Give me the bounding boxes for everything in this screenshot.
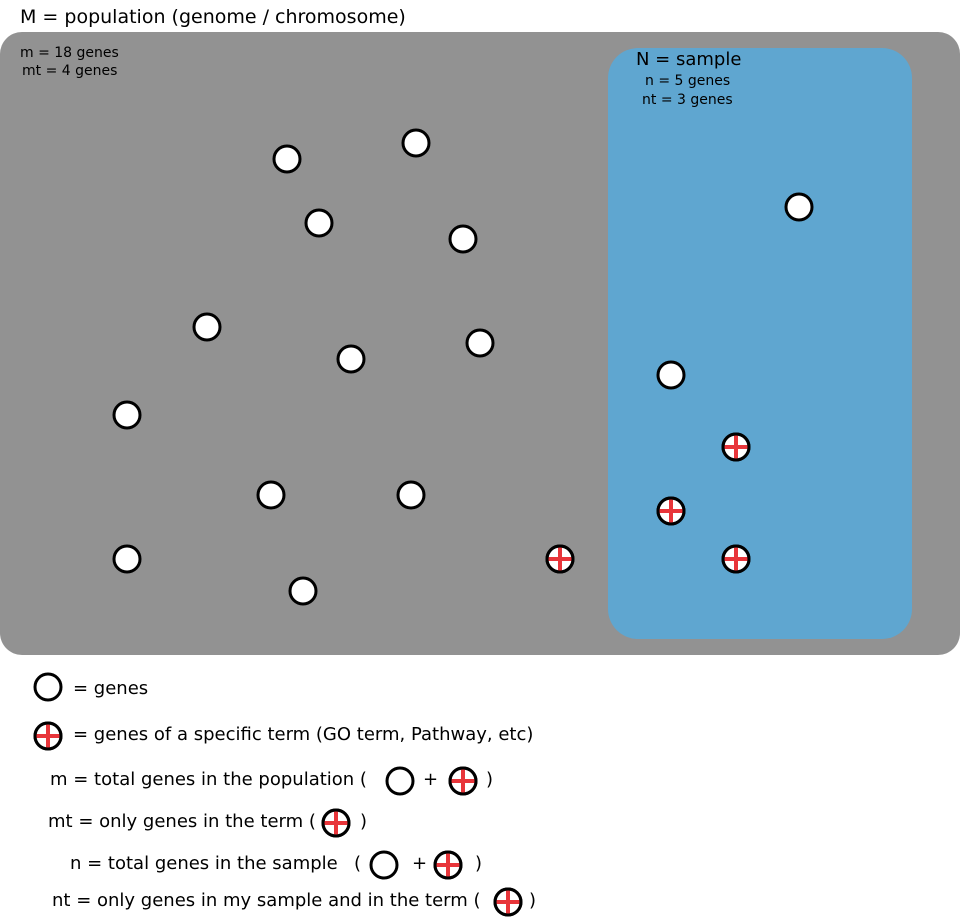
gene-circle-icon <box>288 576 318 606</box>
legend-gene-circle-icon <box>385 766 415 796</box>
gene-circle-icon <box>272 144 302 174</box>
term-gene-cross-icon <box>721 432 751 462</box>
gene-circle-icon <box>448 224 478 254</box>
population-mt-label: mt = 4 genes <box>22 63 118 79</box>
legend-term-genes-text: = genes of a specific term (GO term, Pat… <box>73 724 534 745</box>
legend-gene-circle-icon <box>33 672 63 702</box>
gene-circle-icon <box>256 480 286 510</box>
gene-circle-icon <box>401 128 431 158</box>
legend-mt-close-paren: ) <box>360 811 368 832</box>
gene-circle-icon <box>656 360 686 390</box>
legend-gene-circle-icon <box>369 850 399 880</box>
gene-circle-icon <box>192 312 222 342</box>
diagram-title: M = population (genome / chromosome) <box>20 6 406 28</box>
legend-n-open-paren: ( <box>354 853 362 874</box>
legend-mt-definition: mt = only genes in the term ( <box>48 811 316 832</box>
legend-m-close-paren: ) <box>486 769 494 790</box>
legend-m-plus: + <box>423 769 439 790</box>
term-gene-cross-icon <box>721 544 751 574</box>
legend-genes-text: = genes <box>73 678 149 699</box>
gene-circle-icon <box>112 400 142 430</box>
sample-n-label: n = 5 genes <box>645 73 731 89</box>
legend-nt-definition: nt = only genes in my sample and in the … <box>52 890 481 911</box>
legend-term-gene-cross-icon <box>321 808 351 838</box>
sample-region <box>608 48 912 639</box>
sample-title: N = sample <box>636 49 742 70</box>
gene-circle-icon <box>465 328 495 358</box>
term-gene-cross-icon <box>656 496 686 526</box>
sample-nt-label: nt = 3 genes <box>642 92 733 108</box>
legend-term-gene-cross-icon <box>33 721 63 751</box>
legend-term-gene-cross-icon <box>493 887 523 917</box>
legend-nt-close-paren: ) <box>529 890 537 911</box>
legend-m-definition: m = total genes in the population ( <box>50 769 367 790</box>
legend-term-gene-cross-icon <box>448 766 478 796</box>
term-gene-cross-icon <box>545 544 575 574</box>
gene-circle-icon <box>396 480 426 510</box>
legend-n-plus: + <box>412 853 428 874</box>
gene-circle-icon <box>304 208 334 238</box>
population-m-label: m = 18 genes <box>20 45 119 61</box>
gene-circle-icon <box>112 544 142 574</box>
gene-circle-icon <box>336 344 366 374</box>
legend-term-gene-cross-icon <box>433 850 463 880</box>
legend-n-close-paren: ) <box>475 853 483 874</box>
legend-n-definition: n = total genes in the sample <box>70 853 338 874</box>
gene-circle-icon <box>784 192 814 222</box>
